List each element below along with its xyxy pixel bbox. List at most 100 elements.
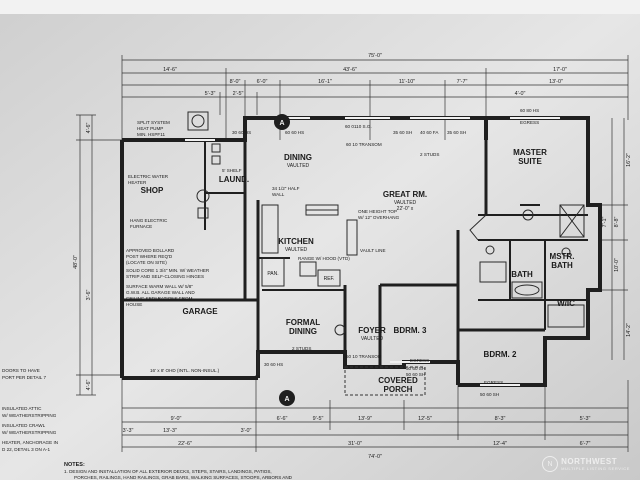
room-foyer-label: FOYER bbox=[358, 326, 386, 335]
note-split-3: MIN. HSPF11 bbox=[137, 132, 165, 137]
note-transom-2: 50 10 TRANSOM bbox=[346, 354, 382, 359]
note-furnace-2: FURNACE bbox=[130, 224, 152, 229]
note-shelf: 5' SHELF bbox=[222, 168, 242, 173]
dim-left-4: 3'-6" bbox=[86, 290, 92, 301]
top-dimension-chains bbox=[121, 55, 629, 145]
note-furnace-1: HANG ELECTRIC bbox=[130, 218, 168, 223]
room-kitchen-label: KITCHEN bbox=[278, 237, 314, 246]
dim-b11: 9'-5" bbox=[313, 416, 324, 422]
dim-right-5: 10'-0" bbox=[614, 258, 620, 272]
fixtures bbox=[187, 111, 585, 336]
room-dining-sub: VAULTED bbox=[287, 163, 310, 169]
note-split-2: HEAT PUMP bbox=[137, 126, 163, 131]
left-dimension-chain bbox=[76, 114, 122, 396]
note-studs-2: 2 STUDS bbox=[292, 346, 311, 351]
section-marker-top: A bbox=[274, 114, 290, 130]
interior-walls bbox=[122, 140, 588, 367]
room-mstr-bath-label: MSTR. bbox=[550, 252, 575, 261]
nwmls-logo-icon: N bbox=[542, 456, 559, 472]
dim-t2: 6'-0" bbox=[257, 79, 268, 85]
room-formal-label: FORMAL bbox=[286, 318, 320, 327]
dim-b2: 31'-0" bbox=[348, 441, 362, 447]
dim-right-3: 7'-1" bbox=[602, 217, 608, 228]
room-great-sub-2: 22'-0" x bbox=[397, 206, 414, 212]
door-tag-4: 35 60 SH bbox=[393, 130, 412, 135]
left-note-7: HEATER, ANCHORAGE IN bbox=[2, 440, 58, 445]
door-tag-3: 60 0110 S.G. bbox=[345, 124, 372, 129]
right-dimension-chain bbox=[600, 118, 628, 360]
dim-b14: 8'-3" bbox=[495, 416, 506, 422]
room-bath-label: BATH bbox=[511, 270, 533, 279]
dim-b6: 9'-0" bbox=[171, 416, 182, 422]
note-line-2: PORCHES, RAILINGS, HAND RAILINGS, GRAB B… bbox=[74, 475, 293, 480]
room-foyer-sub: VAULTED bbox=[361, 336, 384, 342]
note-solid-1: SOLID CORE 1 3/4" MIN. W/ WEATHER bbox=[126, 268, 210, 273]
note-bollard-1: APPROVED BOLLARD bbox=[126, 248, 175, 253]
dim-t9: 4'-0" bbox=[515, 91, 526, 97]
note-split-1: SPLIT SYSTEM bbox=[137, 120, 170, 125]
dim-b1: 22'-6" bbox=[178, 441, 192, 447]
note-bollard-2: POST WHERE REQ'D bbox=[126, 254, 173, 259]
ref-label: REF. bbox=[324, 276, 335, 282]
dim-t5: 7'-7" bbox=[457, 79, 468, 85]
room-great-label: GREAT RM. bbox=[383, 190, 427, 199]
dim-b7: 3'-3" bbox=[123, 428, 134, 434]
door-tag-7: 60 80 HS bbox=[520, 108, 539, 113]
room-dining-label: DINING bbox=[284, 153, 312, 162]
dim-b8: 13'-3" bbox=[163, 428, 177, 434]
left-note-3: INSULATED ATTIC bbox=[2, 406, 42, 411]
room-mstr-bath-label-2: BATH bbox=[551, 261, 573, 270]
bottom-dimension-chains bbox=[121, 375, 629, 452]
door-tag-1: 30 60 HS bbox=[232, 130, 251, 135]
dim-b3: 12'-4" bbox=[493, 441, 507, 447]
room-master-label: MASTER bbox=[513, 148, 547, 157]
dim-t3: 16'-1" bbox=[318, 79, 332, 85]
note-ohd: 16' x 8' OHD (INTL. NON-INSUL.) bbox=[150, 368, 220, 373]
dim-b5: 74'-0" bbox=[368, 454, 382, 460]
dim-right-1: 16'-2" bbox=[626, 153, 632, 167]
note-halfwall-2: WALL bbox=[272, 192, 285, 197]
door-tag-5: 40 60 FA bbox=[420, 130, 439, 135]
watermark-brand: NORTHWEST bbox=[561, 457, 618, 466]
dim-t1: 8'-0" bbox=[230, 79, 241, 85]
dim-left-3: 4'-6" bbox=[86, 380, 92, 391]
door-tag-6: 35 60 SH bbox=[447, 130, 466, 135]
left-note-4: W/ WEATHERSTRIPPING bbox=[2, 413, 57, 418]
dim-left-2: 4'-6" bbox=[86, 123, 92, 134]
dim-right-2: 8'-8" bbox=[614, 217, 620, 228]
dim-top-2: 43'-6" bbox=[343, 67, 357, 73]
left-note-2: PORT PER DETAIL 7 bbox=[2, 375, 46, 380]
dim-b9: 3'-0" bbox=[241, 428, 252, 434]
note-vault-line: VAULT LINE bbox=[360, 248, 386, 253]
note-surface-2: G.W.B. ALL GARAGE WALL AND bbox=[126, 290, 195, 295]
dim-b13: 12'-5" bbox=[418, 416, 432, 422]
nwmls-watermark: N NORTHWEST MULTIPLE LISTING SERVICE bbox=[542, 456, 630, 472]
left-note-8: D 22, DETAIL 3 ON A-1 bbox=[2, 447, 50, 452]
dim-b12: 13'-9" bbox=[358, 416, 372, 422]
note-water-1: ELECTRIC WATER bbox=[128, 174, 169, 179]
dim-t7: 5'-3" bbox=[205, 91, 216, 97]
section-marker-bottom: A bbox=[279, 390, 295, 406]
notes-title: NOTES: bbox=[64, 462, 85, 468]
door-tag-10: 50 60 SH bbox=[406, 366, 425, 371]
watermark-sub: MULTIPLE LISTING SERVICE bbox=[561, 466, 630, 471]
room-formal-label-2: DINING bbox=[289, 327, 317, 336]
left-note-1: DOORS TO HAVE bbox=[2, 368, 40, 373]
note-bollard-3: (LOCATE ON SITE) bbox=[126, 260, 167, 265]
note-surface-1: SURFACE WARM WALL W/ 5/8" bbox=[126, 284, 193, 289]
dim-top-3: 17'-0" bbox=[553, 67, 567, 73]
dim-t4: 11'-10" bbox=[399, 79, 415, 85]
porch-outline bbox=[257, 352, 426, 396]
note-studs-1: 2 STUDS bbox=[420, 152, 439, 157]
svg-text:A: A bbox=[284, 396, 289, 403]
note-oneheight-2: W/ 12" OVERHANG bbox=[358, 215, 400, 220]
dim-left-1: 48'-0" bbox=[73, 255, 79, 269]
door-tag-2: 60 60 HS bbox=[285, 130, 304, 135]
pantry-label: PAN. bbox=[267, 271, 278, 277]
room-garage-label: GARAGE bbox=[182, 307, 218, 316]
note-water-2: HEATER bbox=[128, 180, 147, 185]
note-line-1: 1. DESIGN AND INSTALLATION OF ALL EXTERI… bbox=[64, 469, 272, 474]
room-bdrm3-label: BDRM. 3 bbox=[394, 326, 427, 335]
room-wic-label: W/IC bbox=[557, 299, 575, 308]
